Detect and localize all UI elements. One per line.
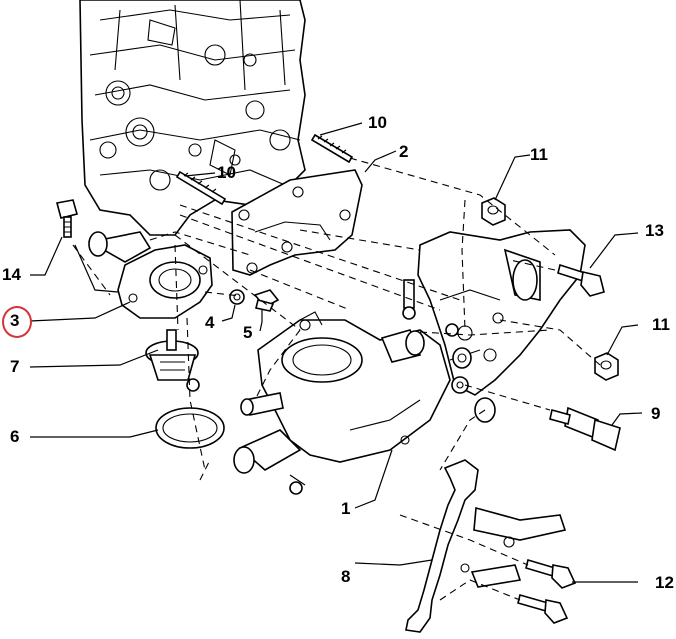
callout-8: 8 — [341, 567, 351, 586]
plug-5 — [253, 289, 280, 312]
bolt-14 — [56, 199, 78, 238]
bolt-12-lower — [517, 594, 569, 624]
stud-upper — [310, 133, 354, 164]
callout-3: 3 — [10, 311, 20, 330]
callout-14: 14 — [2, 265, 21, 284]
temperature-sensor — [549, 406, 621, 452]
callout-4: 4 — [205, 313, 215, 332]
bolt-12-upper — [525, 558, 577, 589]
callout-7: 7 — [10, 357, 20, 376]
washer-4 — [229, 289, 245, 305]
seal-ring — [155, 407, 225, 449]
thermostat-housing — [87, 231, 213, 319]
callout-13: 13 — [645, 221, 664, 240]
callout-3-highlight-ring — [2, 306, 32, 338]
assembly-axes — [72, 157, 601, 601]
callout-2: 2 — [399, 142, 409, 161]
thermostat — [145, 329, 200, 392]
temp-sender — [402, 279, 416, 320]
nut-lower — [594, 352, 619, 381]
nut-upper — [481, 197, 506, 226]
callout-5: 5 — [243, 323, 253, 342]
callout-9: 9 — [651, 404, 661, 423]
callout-11-upper: 11 — [530, 145, 548, 164]
callout-1: 1 — [341, 499, 351, 518]
callout-6: 6 — [10, 427, 20, 446]
bolt-13 — [557, 263, 605, 297]
callout-10-lower: 10 — [217, 163, 236, 182]
callout-12: 12 — [655, 573, 674, 592]
bracket — [405, 459, 567, 633]
callout-10-upper: 10 — [368, 113, 387, 132]
engine-block — [79, 0, 306, 236]
callout-11-lower: 11 — [652, 315, 670, 334]
leader-lines — [29, 122, 643, 583]
water-outlet-housing — [233, 311, 451, 495]
gasket — [231, 169, 363, 276]
stud-lower — [175, 170, 227, 206]
